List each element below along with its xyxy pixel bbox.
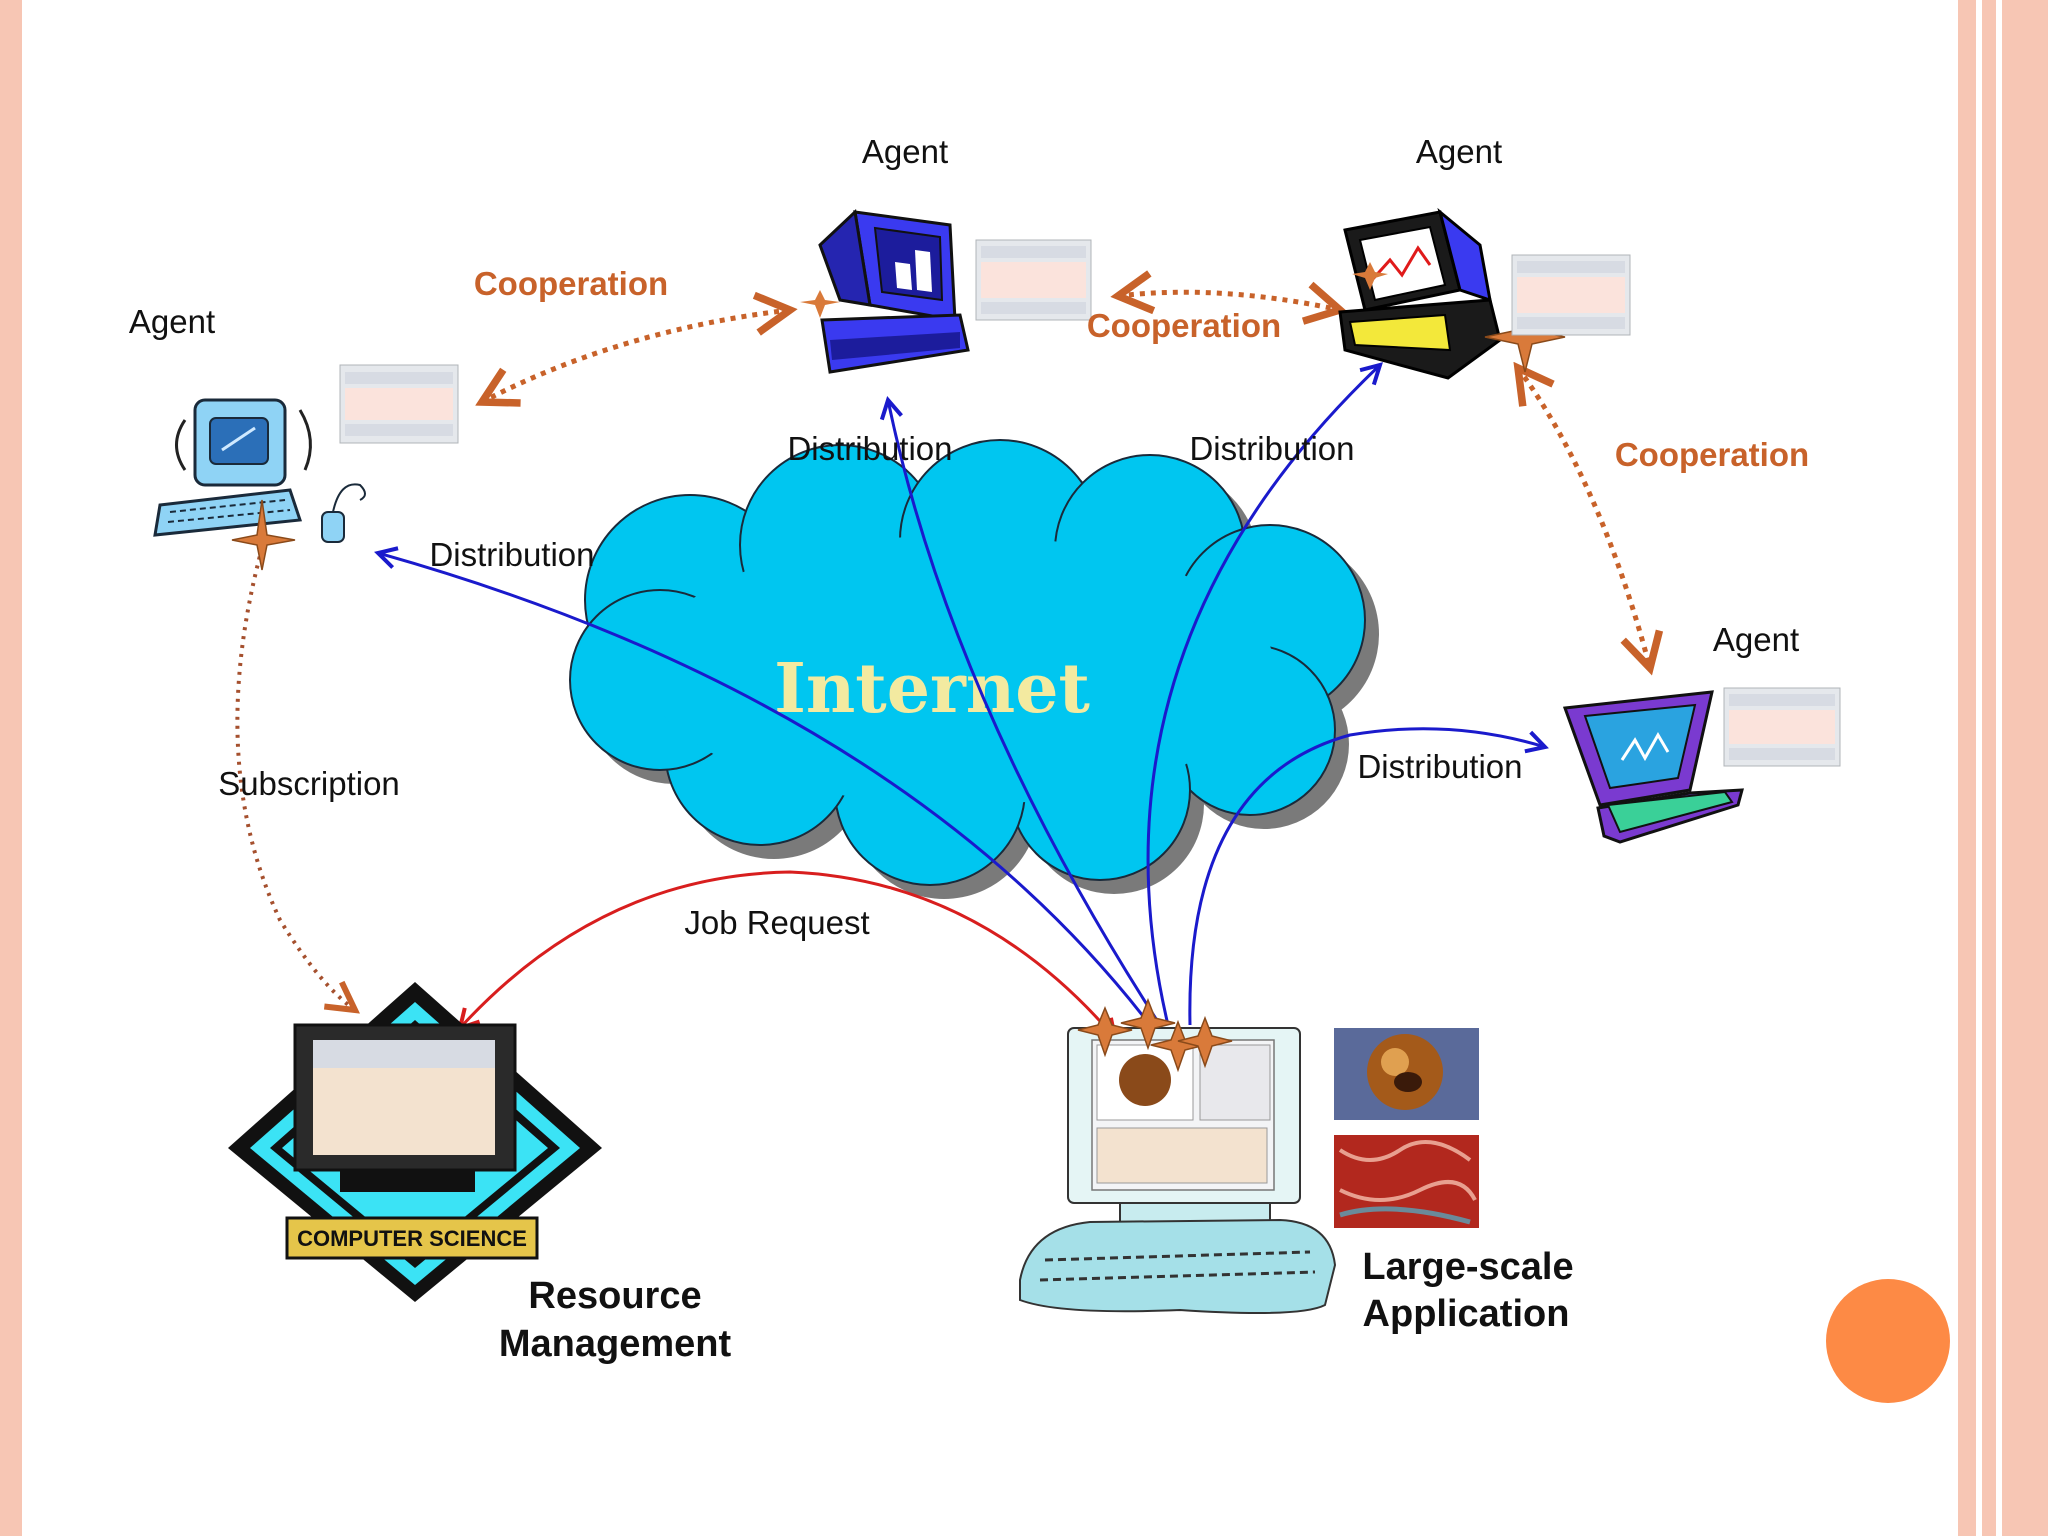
agent-window-top	[975, 239, 1092, 321]
large-scale-label-line1: Large-scale	[1362, 1246, 1573, 1288]
job-request-label: Job Request	[684, 904, 869, 941]
accent-circle	[1826, 1279, 1950, 1403]
resource-management-label-line1: Resource	[528, 1275, 701, 1317]
subscription-label: Subscription	[218, 765, 400, 802]
agent-computer-right[interactable]	[1562, 690, 1744, 844]
agent-label-top-right: Agent	[1416, 133, 1502, 170]
texture-image	[1334, 1135, 1479, 1228]
resource-management-computer[interactable]: COMPUTER SCIENCE	[228, 982, 602, 1302]
internet-label: Internet	[774, 649, 1090, 729]
distribution-arrow-left-agent	[378, 553, 1152, 1026]
agent-label-top: Agent	[862, 133, 948, 170]
internet-cloud	[569, 439, 1379, 899]
agent-computer-top[interactable]	[800, 208, 970, 374]
distribution-label-right: Distribution	[1357, 748, 1522, 785]
agent-window-right	[1723, 687, 1841, 767]
cooperation-arrow-right	[1518, 368, 1650, 668]
distribution-label-top: Distribution	[787, 430, 952, 467]
distribution-arrow-top-agent	[888, 400, 1162, 1026]
job-request-arrow	[460, 870, 1115, 1038]
slide-border-right	[1958, 0, 2048, 1536]
distribution-arrow-right-agent	[1188, 727, 1545, 1026]
distribution-label-left: Distribution	[429, 536, 594, 573]
cooperation-label-left: Cooperation	[474, 265, 668, 302]
agent-computer-left[interactable]	[153, 398, 366, 571]
cooperation-arrow-top-left	[482, 310, 790, 402]
slide-border-left	[0, 0, 22, 1536]
cooperation-label-right: Cooperation	[1615, 436, 1809, 473]
subscription-arrow	[235, 547, 355, 1010]
agent-window-left	[339, 364, 459, 444]
agent-label-right: Agent	[1713, 621, 1799, 658]
computer-science-badge-text: COMPUTER SCIENCE	[297, 1226, 527, 1251]
resource-management-label-line2: Management	[499, 1323, 732, 1365]
cooperation-arrow-top	[1118, 292, 1340, 310]
agent-computer-top-right[interactable]	[1338, 207, 1566, 380]
agent-window-top-right	[1511, 254, 1631, 336]
distribution-label-top-right: Distribution	[1189, 430, 1354, 467]
large-scale-computer[interactable]	[1019, 997, 1337, 1315]
agent-label-left: Agent	[129, 303, 215, 340]
planet-image	[1334, 1028, 1479, 1120]
large-scale-label-line2: Application	[1363, 1293, 1570, 1335]
distribution-arrow-top-right-agent	[1146, 365, 1380, 1026]
cooperation-label-top: Cooperation	[1087, 307, 1281, 344]
